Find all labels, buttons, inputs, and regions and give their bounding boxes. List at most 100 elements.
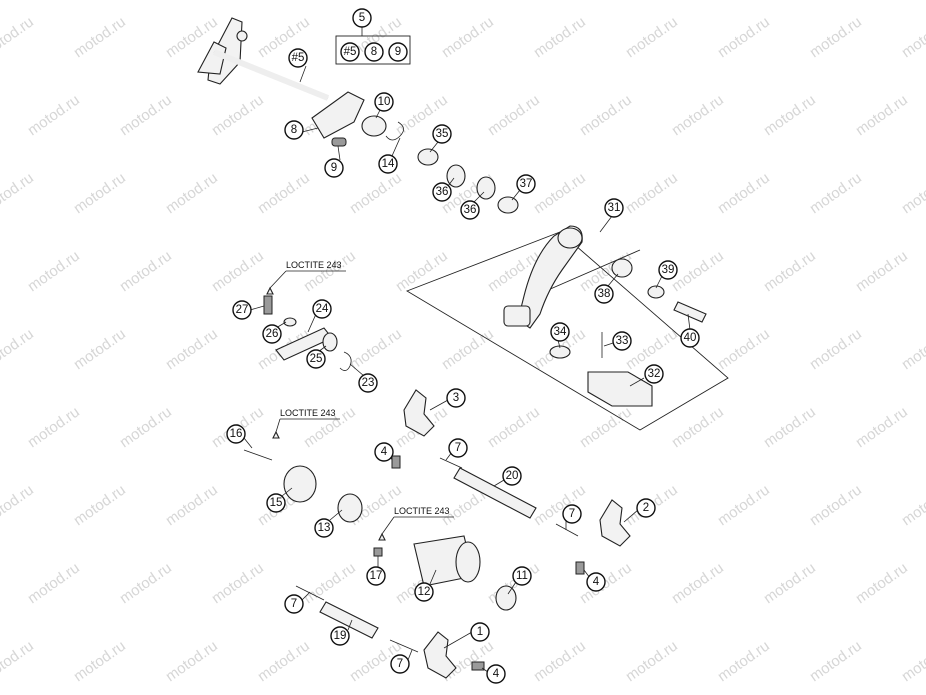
- callout-number: 26: [266, 328, 279, 340]
- kit-item-label: #5: [344, 46, 357, 58]
- callout-7c: 7: [284, 594, 304, 614]
- callout-circle: [330, 626, 350, 646]
- watermark-text: motod.ru: [761, 403, 819, 451]
- callout-number: 23: [362, 377, 375, 389]
- watermark-text: motod.ru: [0, 169, 37, 217]
- callout-20: 20: [502, 466, 522, 486]
- watermark-text: motod.ru: [807, 13, 865, 61]
- callout-circle: [284, 120, 304, 140]
- watermark-text: motod.ru: [899, 13, 926, 61]
- watermark-text: motod.ru: [163, 637, 221, 685]
- watermark-text: motod.ru: [25, 559, 83, 607]
- callout-39: 39: [658, 260, 678, 280]
- callout-circle: [414, 582, 434, 602]
- callout-circle: [324, 158, 344, 178]
- callout-circle: [470, 622, 490, 642]
- callout-number: 7: [397, 658, 403, 670]
- callout-25: 25: [306, 349, 326, 369]
- watermark-text: motod.ru: [71, 481, 129, 529]
- watermark-text: motod.ru: [715, 637, 773, 685]
- loctite-note: LOCTITE 243: [286, 260, 342, 270]
- callout-number: 35: [436, 128, 449, 140]
- leader-line-39: [655, 275, 663, 289]
- callout-13: 13: [314, 518, 334, 538]
- kit-item-label: 9: [395, 46, 401, 58]
- watermark-text: motod.ru: [209, 559, 267, 607]
- callout-circle: [680, 328, 700, 348]
- loctite-drop-icon: [266, 286, 274, 295]
- callout-number: 7: [455, 442, 461, 454]
- shift-shaft-part: [197, 17, 330, 101]
- callout-circle: [486, 664, 506, 684]
- callout-number: 40: [684, 332, 697, 344]
- callout-number: 38: [598, 288, 611, 300]
- leader-line-7c: [301, 591, 311, 601]
- watermark-text: motod.ru: [485, 91, 543, 139]
- watermark-text: motod.ru: [117, 247, 175, 295]
- shift-arm-parts: [263, 295, 352, 371]
- watermark-text: motod.ru: [623, 637, 681, 685]
- watermark-text: motod.ru: [255, 169, 313, 217]
- callout-23: 23: [358, 373, 378, 393]
- callout-number: 24: [316, 303, 329, 315]
- callout-9: 9: [324, 158, 344, 178]
- callout-circle: [432, 124, 452, 144]
- watermark-text: motod.ru: [163, 169, 221, 217]
- callout-number: 34: [554, 326, 567, 338]
- watermark-text: motod.ru: [807, 637, 865, 685]
- callout-circle: [314, 518, 334, 538]
- watermark-text: motod.ru: [715, 13, 773, 61]
- watermark-text: motod.ru: [301, 559, 359, 607]
- callout-number: 20: [506, 470, 519, 482]
- leader-line-40: [687, 313, 691, 331]
- callout-number: 27: [236, 304, 249, 316]
- watermark-text: motod.ru: [807, 169, 865, 217]
- callout-circle: [378, 154, 398, 174]
- callout-number: 31: [608, 202, 621, 214]
- callout-number: 37: [520, 178, 533, 190]
- watermark-text: motod.ru: [485, 403, 543, 451]
- callout-7b: 7: [562, 504, 582, 524]
- leader-line-24: [307, 313, 317, 333]
- watermark-text: motod.ru: [163, 325, 221, 373]
- callout-circle: [284, 594, 304, 614]
- callout-number: 10: [378, 96, 391, 108]
- callout-circle: [312, 299, 332, 319]
- callout-36b: 36: [460, 200, 480, 220]
- leader-line-15: [281, 487, 293, 497]
- callout-circle: [374, 442, 394, 462]
- watermark-text: motod.ru: [577, 559, 635, 607]
- callout-circle: [288, 48, 308, 68]
- kit-item-label: 8: [371, 46, 377, 58]
- callout-circle: [636, 498, 656, 518]
- callout-number: 4: [593, 576, 600, 588]
- callout-37: 37: [516, 174, 536, 194]
- watermark-text: motod.ru: [439, 325, 497, 373]
- shift-drum-fork-parts: [243, 389, 631, 679]
- callout-number: 39: [662, 264, 675, 276]
- callout-40: 40: [680, 328, 700, 348]
- leader-line-13: [329, 509, 343, 521]
- callout-26: 26: [262, 324, 282, 344]
- leader-line-36a: [447, 177, 455, 187]
- leader-line-14: [391, 137, 401, 157]
- callout-circle: [352, 8, 372, 28]
- loctite-note: LOCTITE 243: [394, 506, 450, 516]
- leader-line-3: [429, 399, 449, 411]
- leader-line-35: [429, 141, 439, 153]
- callout-4b: 4: [586, 572, 606, 592]
- watermark-text: motod.ru: [117, 559, 175, 607]
- watermark-text: motod.ru: [853, 403, 911, 451]
- watermark-text: motod.ru: [899, 637, 926, 685]
- leader-line-1: [443, 631, 473, 649]
- loctite-drop-icon: [272, 430, 280, 439]
- leader-line-27: [249, 305, 265, 311]
- callout-s5: #5: [288, 48, 308, 68]
- shift-lever-part: [503, 225, 707, 407]
- watermark-text: motod.ru: [807, 325, 865, 373]
- callout-number: 1: [477, 626, 483, 638]
- watermark-text: motod.ru: [347, 169, 405, 217]
- callout-number: 25: [310, 353, 323, 365]
- watermark-text: motod.ru: [209, 91, 267, 139]
- loctite-leader: [269, 270, 287, 289]
